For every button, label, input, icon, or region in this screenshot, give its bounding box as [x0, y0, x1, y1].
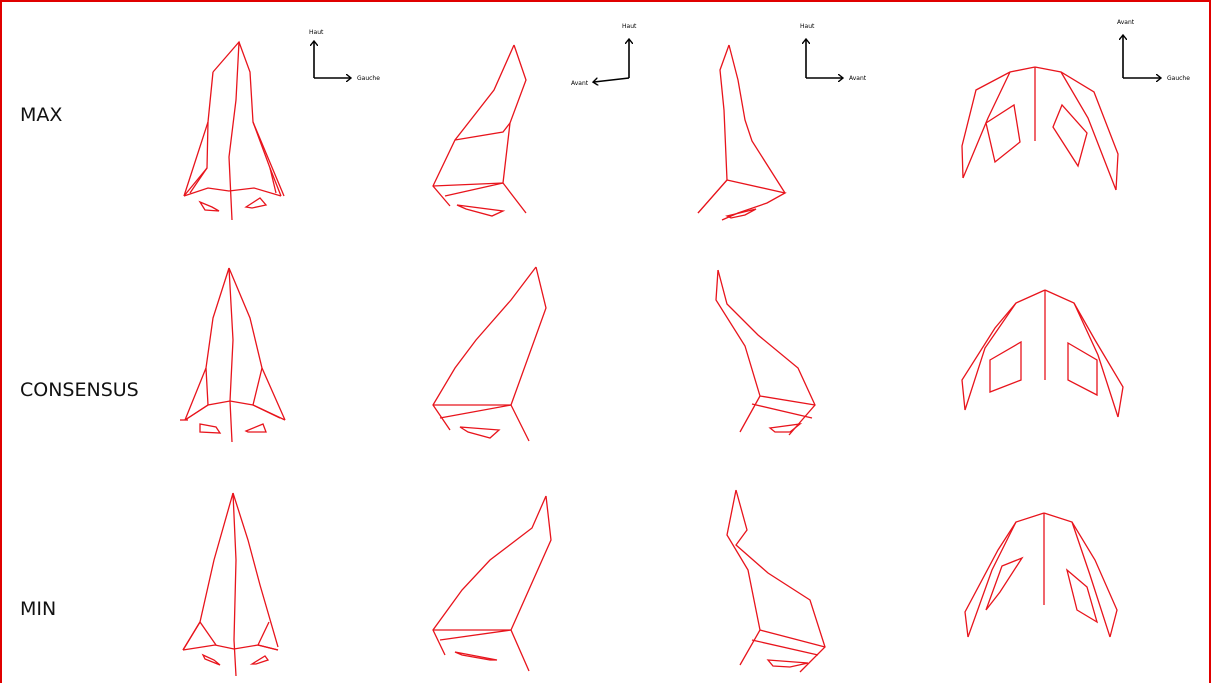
nose-side-view-right-max: [697, 44, 787, 221]
nose-bottom-view-consensus: [961, 289, 1124, 418]
row-label-min: MIN: [20, 598, 57, 620]
axis-label-avant: Avant: [571, 80, 589, 87]
row-label-consensus: CONSENSUS: [20, 379, 139, 401]
axis-label-haut: Haut: [309, 29, 324, 36]
nose-bottom-view-max: [961, 66, 1119, 191]
nose-bottom-view-min: [964, 512, 1118, 638]
axis-label-avant: Avant: [849, 75, 867, 82]
axis-label-haut: Haut: [622, 23, 637, 30]
nose-side-view-left-max: [432, 44, 527, 217]
axis-label-avant: Avant: [1117, 19, 1135, 26]
nose-front-view-consensus: [180, 267, 286, 443]
nose-front-view-max: [183, 40, 285, 221]
nose-side-view-left-min: [432, 495, 552, 672]
axis-indicator-side-left: [594, 40, 629, 82]
axis-indicator-bottom: [1123, 36, 1160, 78]
axis-indicator-front: [314, 42, 350, 78]
row-label-max: MAX: [20, 104, 63, 126]
axis-label-gauche: Gauche: [1167, 75, 1190, 82]
nose-side-view-left-consensus: [432, 266, 547, 442]
axis-label-haut: Haut: [800, 23, 815, 30]
nose-front-view-min: [182, 492, 279, 677]
axis-indicator-side-right: [806, 40, 842, 78]
nose-side-view-right-min: [726, 489, 826, 673]
axis-label-gauche: Gauche: [357, 75, 380, 82]
nose-side-view-right-consensus: [715, 269, 816, 436]
